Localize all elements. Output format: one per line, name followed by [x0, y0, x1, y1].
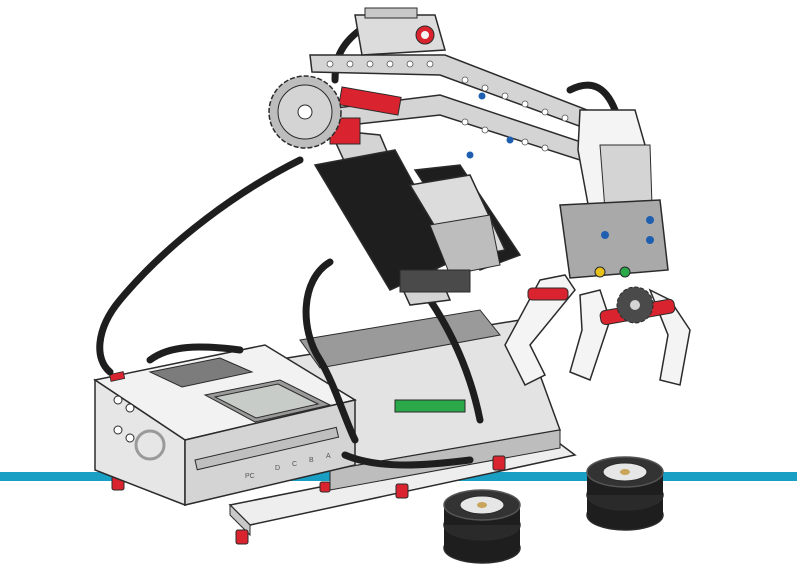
wheel-stack-left — [443, 489, 521, 564]
ev3-brick — [93, 344, 357, 507]
port-label-a: A — [326, 453, 331, 460]
feet — [111, 455, 506, 545]
gear — [268, 75, 342, 149]
gripper-motor — [559, 109, 669, 279]
port-label-c: C — [292, 461, 297, 468]
gripper-claws — [504, 274, 691, 387]
top-frame — [309, 54, 602, 161]
cables — [96, 26, 619, 469]
top-sensor — [354, 7, 446, 56]
arm-tower — [313, 129, 522, 306]
port-label-pc: PC — [245, 473, 255, 480]
port-label-d: D — [275, 465, 280, 472]
wheel-stack-right — [586, 456, 664, 531]
port-label-b: B — [309, 457, 314, 464]
port-labels: PC D C B A — [245, 453, 331, 480]
